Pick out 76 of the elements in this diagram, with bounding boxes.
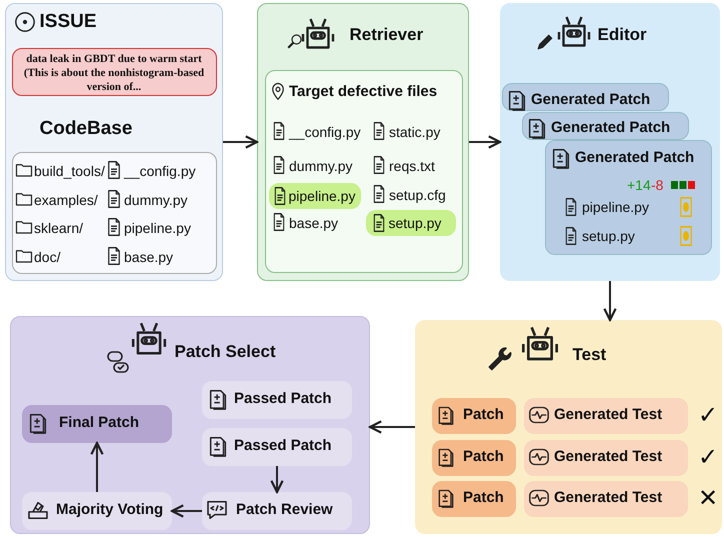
panel: [500, 3, 720, 281]
file-chip: [366, 210, 456, 236]
arrow: [223, 135, 258, 149]
file-name: base.py: [289, 214, 338, 233]
chip-label: Generated Test: [554, 405, 662, 425]
panel: [5, 3, 223, 281]
patch-card: [522, 112, 688, 140]
status-mark: ✓: [698, 446, 718, 470]
removed-count: -8: [651, 176, 664, 195]
patch-chip: [202, 428, 352, 466]
arrow: [270, 466, 284, 494]
chip-label: Passed Patch: [234, 389, 332, 409]
file-name: dummy.py: [289, 157, 353, 176]
folder-name: sklearn/: [34, 219, 84, 238]
file-name: __config.py: [124, 162, 196, 181]
status-mark: ✕: [698, 487, 718, 511]
file-list-box: [264, 70, 462, 272]
file-name: base.py: [124, 248, 174, 267]
panel: [257, 3, 469, 281]
chip-label: Patch: [463, 488, 504, 508]
patch-chip: [432, 398, 516, 434]
chip-label: Patch Review: [236, 500, 333, 520]
chip-label: Patch: [463, 405, 504, 425]
panel: [415, 320, 722, 534]
file-name: dummy.py: [124, 191, 188, 210]
file-name: setup.cfg: [389, 186, 446, 205]
folder-name: examples/: [34, 191, 98, 210]
patch-chip: [22, 404, 172, 442]
review-chip: [202, 492, 352, 530]
file-name: static.py: [389, 123, 440, 142]
chip-label: Patch: [463, 447, 504, 467]
chip-label: Generated Test: [554, 447, 662, 467]
arrow: [368, 420, 415, 434]
arrow: [90, 442, 104, 492]
issue-text: data leak in GBDT due to warm start (This is about the nonhistogram-based version of...: [22, 52, 206, 94]
patch-chip: [202, 380, 352, 418]
box-title: Target defective files: [289, 82, 438, 102]
chip-label: Generated Test: [554, 488, 662, 508]
file-list-box: [12, 152, 216, 274]
status-mark: ✓: [698, 404, 718, 428]
panel-title: Retriever: [350, 24, 424, 44]
file-name: setup.py: [388, 214, 442, 232]
arrow: [469, 135, 502, 149]
test-chip: [524, 440, 688, 476]
patch-chip: [432, 480, 516, 516]
file-name: pipeline.py: [582, 198, 649, 217]
patch-card: [544, 140, 712, 254]
file-name: setup.py: [582, 227, 635, 246]
card-title: Generated Patch: [551, 118, 670, 138]
card-title: Generated Patch: [531, 90, 650, 110]
test-chip: [524, 480, 688, 516]
file-chip: [269, 183, 361, 209]
issue-box: [12, 48, 216, 96]
section-title: ISSUE: [40, 12, 97, 32]
card-title: Generated Patch: [575, 148, 694, 168]
patch-chip: [432, 440, 516, 476]
chip-label: Passed Patch: [234, 436, 332, 456]
folder-name: doc/: [34, 248, 60, 267]
section-title: CodeBase: [40, 118, 132, 138]
voting-chip: [22, 492, 172, 530]
arrow: [170, 504, 202, 518]
panel-title: Editor: [598, 24, 647, 44]
file-name: pipeline.py: [124, 219, 191, 238]
panel-title: Test: [572, 344, 606, 364]
patch-card: [502, 82, 668, 110]
file-name: pipeline.py: [288, 186, 356, 206]
file-name: __config.py: [289, 123, 361, 142]
folder-name: build_tools/: [34, 162, 105, 181]
panel-title: Patch Select: [174, 342, 276, 362]
chip-label: Majority Voting: [56, 500, 164, 520]
chip-label: Final Patch: [59, 413, 140, 433]
added-count: +14: [627, 176, 651, 195]
file-name: reqs.txt: [389, 157, 435, 176]
test-chip: [524, 398, 688, 434]
panel: [10, 316, 370, 534]
arrow: [603, 281, 617, 322]
